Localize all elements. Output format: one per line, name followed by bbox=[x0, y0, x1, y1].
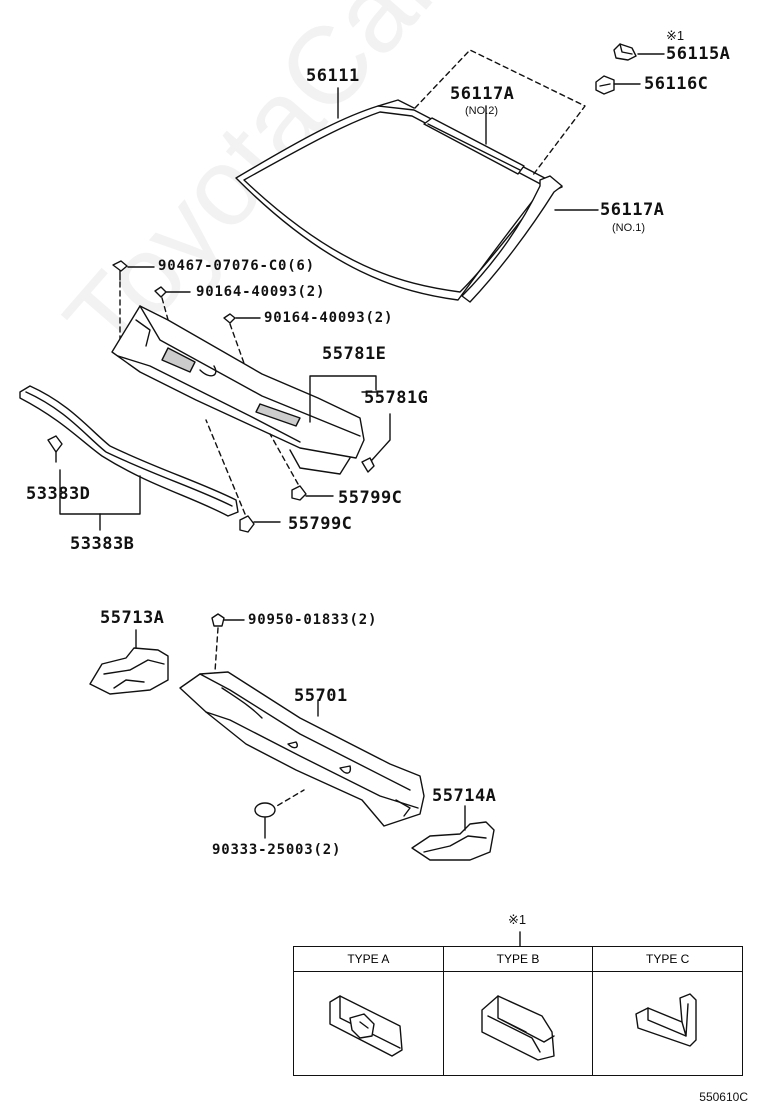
dam-no2 bbox=[423, 117, 525, 175]
bolt-90950 bbox=[211, 613, 225, 627]
bolt-90467 bbox=[112, 260, 128, 281]
grommet-90333 bbox=[254, 802, 276, 818]
label-90333: 90333-25003(2) bbox=[212, 842, 342, 858]
type-c-cell bbox=[592, 971, 743, 1076]
label-53383d: 53383D bbox=[26, 484, 91, 504]
bolt-90164-b bbox=[223, 313, 236, 324]
diagram-code: 550610C bbox=[699, 1090, 748, 1104]
clip-56115a bbox=[613, 43, 637, 61]
label-56117a-no1: 56117A bbox=[600, 200, 665, 220]
label-55701: 55701 bbox=[294, 686, 348, 706]
label-56117a-no2: 56117A bbox=[450, 84, 515, 104]
label-no2: (NO.2) bbox=[465, 105, 498, 117]
seal-53383b bbox=[19, 385, 239, 517]
cowl-panel-55701 bbox=[179, 671, 425, 827]
type-b-header: TYPE B bbox=[442, 946, 594, 972]
type-b-cell bbox=[442, 971, 594, 1076]
label-90467: 90467-07076-C0(6) bbox=[158, 258, 315, 274]
label-55714a: 55714A bbox=[432, 786, 497, 806]
label-no1: (NO.1) bbox=[612, 222, 645, 234]
label-55799c-b: 55799C bbox=[288, 514, 353, 534]
clip-55799c-a bbox=[291, 485, 307, 501]
bolt-90164-a bbox=[154, 286, 167, 298]
leader-dashed-glass bbox=[414, 49, 586, 176]
type-a-header: TYPE A bbox=[293, 946, 444, 972]
label-56115a: 56115A bbox=[666, 44, 731, 64]
note-mark-top: ※1 bbox=[666, 28, 685, 43]
label-90950: 90950-01833(2) bbox=[248, 612, 378, 628]
label-56111: 56111 bbox=[306, 66, 360, 86]
clip-56116c bbox=[595, 75, 615, 95]
label-53383b: 53383B bbox=[70, 534, 135, 554]
dam-no1 bbox=[461, 175, 563, 303]
label-90164-a: 90164-40093(2) bbox=[196, 284, 326, 300]
label-90164-b: 90164-40093(2) bbox=[264, 310, 394, 326]
label-55713a: 55713A bbox=[100, 608, 165, 628]
type-a-cell bbox=[293, 971, 444, 1076]
label-56116c: 56116C bbox=[644, 74, 709, 94]
clip-55781g bbox=[361, 457, 375, 473]
bracket-55713a bbox=[89, 647, 169, 695]
clip-type-table: TYPE A TYPE B TYPE C bbox=[293, 946, 743, 1076]
clip-55799c-b bbox=[239, 515, 255, 533]
type-c-header: TYPE C bbox=[592, 946, 743, 972]
note-mark-table: ※1 bbox=[508, 912, 527, 927]
cowl-louver bbox=[111, 305, 365, 475]
label-55781e: 55781E bbox=[322, 344, 387, 364]
bracket-55714a bbox=[411, 821, 495, 861]
clip-53383d bbox=[47, 435, 63, 463]
label-55781g: 55781G bbox=[364, 388, 429, 408]
label-55799c-a: 55799C bbox=[338, 488, 403, 508]
